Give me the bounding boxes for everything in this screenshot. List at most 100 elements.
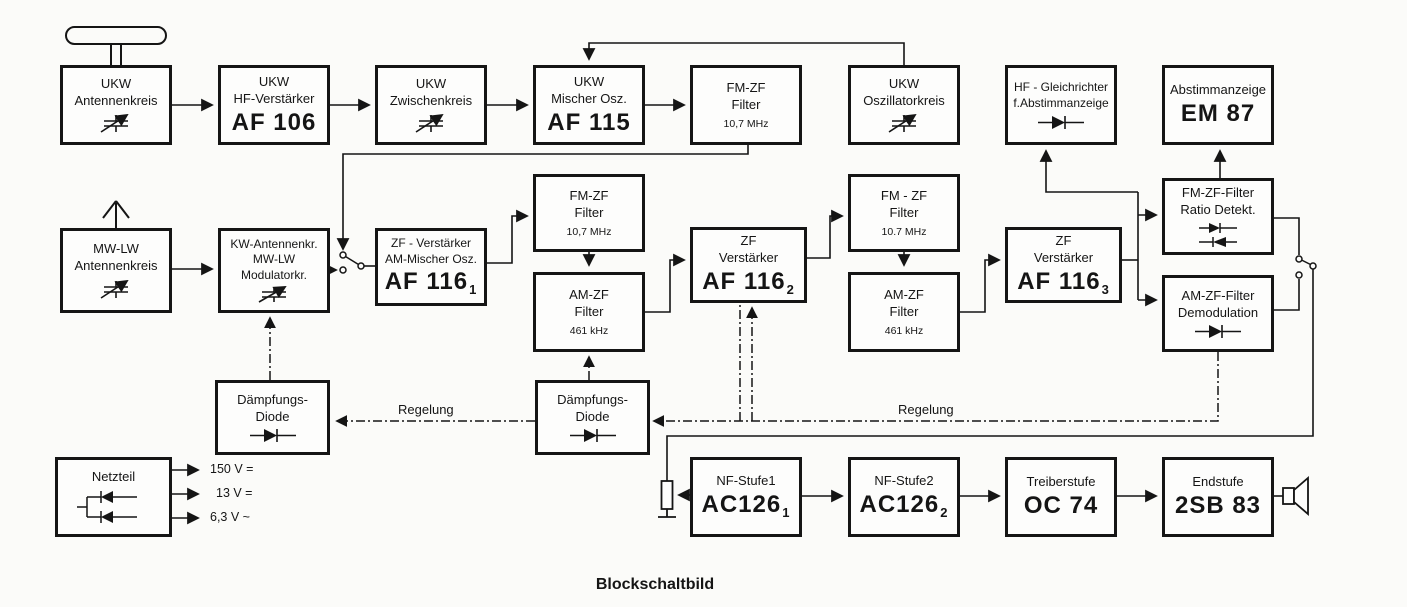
- block-label: HF - Gleichrichter: [1013, 80, 1108, 95]
- block-label: Mischer Osz.: [551, 90, 627, 106]
- band-switch-1[interactable]: [339, 251, 365, 274]
- part-number: AF 106: [231, 108, 317, 136]
- block-label: FM-ZF-Filter: [1181, 185, 1255, 201]
- diode-icon: [249, 429, 296, 443]
- block-label: Modulatorkr.: [240, 267, 308, 282]
- block-am-zf-filter-1: AM-ZF Filter 461 kHz: [533, 272, 645, 352]
- mw-antenna-icon: [102, 200, 130, 228]
- block-ukw-zwischenkreis: UKW Zwischenkreis: [375, 65, 487, 145]
- part-number: AF 115: [547, 108, 631, 136]
- block-ukw-oszillatorkreis: UKW Oszillatorkreis: [848, 65, 960, 145]
- wire-audio-to-volume: [666, 269, 1314, 481]
- block-mw-lw-antennenkreis: MW-LW Antennenkreis: [60, 228, 172, 313]
- part-number: 2SB 83: [1174, 492, 1262, 520]
- block-daempfungs-diode-2: Dämpfungs- Diode: [535, 380, 650, 455]
- block-label: AM-Mischer Osz.: [384, 251, 477, 266]
- agc-wires: [264, 303, 1219, 427]
- block-hf-gleichrichter: HF - Gleichrichter f.Abstimmanzeige: [1005, 65, 1117, 145]
- block-label: AM-ZF: [569, 287, 609, 303]
- wire-to-hf-gleichrichter: [1039, 149, 1138, 193]
- block-fm-zf-filter-ukw: FM-ZF Filter 10,7 MHz: [690, 65, 802, 145]
- block-label: NF-Stufe1: [716, 473, 776, 489]
- block-label: ZF - Verstärker: [390, 236, 471, 251]
- block-label: UKW: [415, 75, 447, 91]
- block-nf-stufe-2: NF-Stufe2 AC1262: [848, 457, 960, 537]
- block-label: UKW: [258, 73, 290, 89]
- frequency-label: 10.7 MHz: [881, 225, 927, 238]
- block-label: Filter: [889, 304, 919, 319]
- block-label: Demodulation: [1177, 304, 1259, 320]
- diode-icon: [569, 429, 616, 443]
- variable-capacitor-icon: [258, 286, 287, 304]
- block-label: Dämpfungs-: [557, 391, 628, 407]
- block-label: KW-Antennenkr.: [230, 236, 318, 251]
- block-label: ZF: [740, 232, 757, 248]
- voltage-label-63v: 6,3 V ~: [210, 510, 250, 524]
- block-label: NF-Stufe2: [874, 473, 934, 489]
- block-label: Oszillatorkreis: [863, 92, 945, 108]
- block-label: Netzteil: [91, 469, 136, 485]
- part-number: AC1262: [859, 491, 949, 521]
- volume-potentiometer[interactable]: [660, 480, 674, 510]
- part-number: OC 74: [1023, 492, 1099, 520]
- block-ukw-hf-verstaerker: UKW HF-Verstärker AF 106: [218, 65, 330, 145]
- block-label: FM - ZF: [880, 188, 928, 204]
- block-label: MW-LW: [93, 241, 139, 257]
- block-fm-zf-filter-1: FM-ZF Filter 10,7 MHz: [533, 174, 645, 252]
- part-number: AF 1163: [1017, 267, 1110, 297]
- block-label: Ratio Detekt.: [1180, 202, 1256, 217]
- wire-oscillator-feedback: [582, 42, 905, 65]
- block-fm-zf-filter-2: FM - ZF Filter 10.7 MHz: [848, 174, 960, 252]
- regelung-label-right: Regelung: [898, 402, 954, 417]
- ukw-antenna-icon: [65, 26, 167, 65]
- block-am-zf-filter-2: AM-ZF Filter 461 kHz: [848, 272, 960, 352]
- block-am-demodulation: AM-ZF-Filter Demodulation: [1162, 275, 1274, 352]
- variable-capacitor-icon: [415, 114, 444, 134]
- block-label: MW-LW: [252, 252, 296, 267]
- regelung-label-left: Regelung: [398, 402, 454, 417]
- block-label: Diode: [575, 408, 610, 424]
- block-ukw-mischer-osz: UKW Mischer Osz. AF 115: [533, 65, 645, 145]
- block-label: Endstufe: [1192, 474, 1244, 490]
- diode-icon: [1038, 115, 1084, 129]
- wire-regelung-right: [652, 352, 1219, 427]
- block-label: FM-ZF: [726, 80, 766, 96]
- block-ukw-antennenkreis: UKW Antennenkreis: [60, 65, 172, 145]
- part-number: AC1261: [701, 491, 791, 521]
- block-label: Verstärker: [1033, 249, 1094, 265]
- frequency-label: 10,7 MHz: [566, 225, 612, 238]
- frequency-label: 461 kHz: [569, 324, 609, 337]
- block-label: AM-ZF: [884, 287, 924, 303]
- af-switch-2[interactable]: [1295, 255, 1317, 279]
- block-ratio-detektor: FM-ZF-Filter Ratio Detekt.: [1162, 178, 1274, 255]
- block-label: Abstimmanzeige: [1169, 82, 1267, 98]
- part-number: AF 1162: [702, 267, 795, 297]
- block-daempfungs-diode-1: Dämpfungs- Diode: [215, 380, 330, 455]
- block-label: UKW: [100, 75, 132, 91]
- part-number: EM 87: [1180, 100, 1256, 128]
- block-label: f.Abstimmanzeige: [1013, 96, 1109, 110]
- block-zf-verstaerker-2: ZF Verstärker AF 1162: [690, 227, 807, 303]
- ground-icon: [658, 509, 676, 518]
- block-endstufe: Endstufe 2SB 83: [1162, 457, 1274, 537]
- block-label: Filter: [889, 205, 919, 220]
- block-label: HF-Verstärker: [233, 90, 315, 106]
- variable-capacitor-icon: [100, 279, 129, 299]
- block-label: Filter: [731, 97, 761, 112]
- signal-wires: [172, 42, 1314, 525]
- wire-fm-if-to-switch: [336, 145, 749, 251]
- block-label: UKW: [888, 75, 920, 91]
- block-zf-verstaerker-1: ZF - Verstärker AM-Mischer Osz. AF 1161: [375, 228, 487, 306]
- diagram-caption: Blockschaltbild: [595, 576, 715, 593]
- frequency-label: 10,7 MHz: [723, 117, 769, 130]
- block-label: FM-ZF: [569, 188, 609, 204]
- block-label: Dämpfungs-: [237, 391, 308, 407]
- block-label: Filter: [574, 304, 604, 319]
- block-zf-verstaerker-3: ZF Verstärker AF 1163: [1005, 227, 1122, 303]
- voltage-label-13v: 13 V =: [216, 486, 253, 500]
- part-number: AF 1161: [384, 268, 478, 298]
- block-netzteil: Netzteil: [55, 457, 172, 537]
- block-label: Verstärker: [718, 249, 779, 265]
